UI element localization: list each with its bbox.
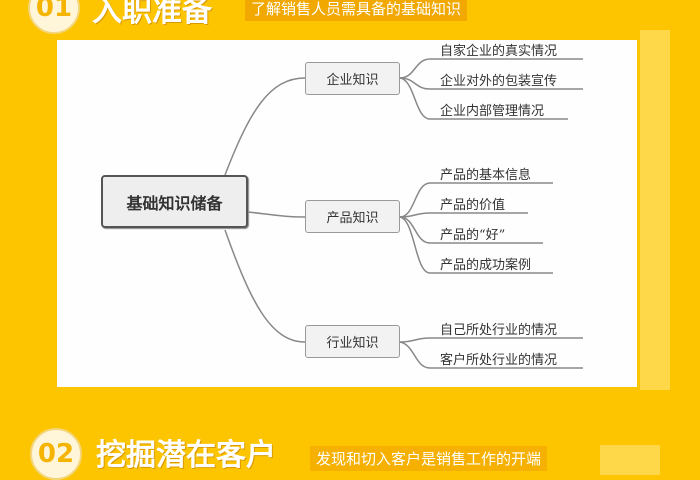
section-title-2: 挖掘潜在客户 xyxy=(96,438,276,473)
connector xyxy=(399,212,528,218)
connector xyxy=(399,77,568,120)
leaf-node: 客户所处行业的情况 xyxy=(440,353,558,368)
branch-node-industry: 行业知识 xyxy=(305,325,400,358)
branch-node-company: 企业知识 xyxy=(305,62,400,95)
connector xyxy=(399,58,583,79)
connector xyxy=(399,216,543,244)
section-title: 入职准备 xyxy=(92,0,212,29)
connector xyxy=(399,337,583,343)
leaf-node: 产品的“好” xyxy=(440,228,506,243)
decorative-stripe xyxy=(640,30,670,390)
connector-lines xyxy=(224,58,583,369)
connector xyxy=(399,182,553,218)
connector xyxy=(399,341,583,369)
leaf-node: 自家企业的真实情况 xyxy=(440,44,558,59)
leaf-node: 企业内部管理情况 xyxy=(440,104,545,119)
decorative-block xyxy=(600,445,660,475)
connector xyxy=(224,77,306,176)
leaf-node: 自己所处行业的情况 xyxy=(440,323,558,338)
section-subtitle-2: 发现和切入客户是销售工作的开端 xyxy=(310,446,548,471)
root-node: 基础知识储备 xyxy=(101,175,248,228)
branch-node-product: 产品知识 xyxy=(305,200,400,233)
section-subtitle: 了解销售人员需具备的基础知识 xyxy=(245,0,468,21)
connector xyxy=(399,216,553,274)
connector xyxy=(399,77,583,90)
section-number-badge-2: 02 xyxy=(30,428,82,480)
leaf-node: 产品的价值 xyxy=(440,198,506,213)
connector xyxy=(224,229,306,343)
connector xyxy=(247,211,306,218)
leaf-node: 产品的成功案例 xyxy=(440,258,532,273)
leaf-node: 企业对外的包装宣传 xyxy=(440,74,558,89)
leaf-node: 产品的基本信息 xyxy=(440,168,532,183)
